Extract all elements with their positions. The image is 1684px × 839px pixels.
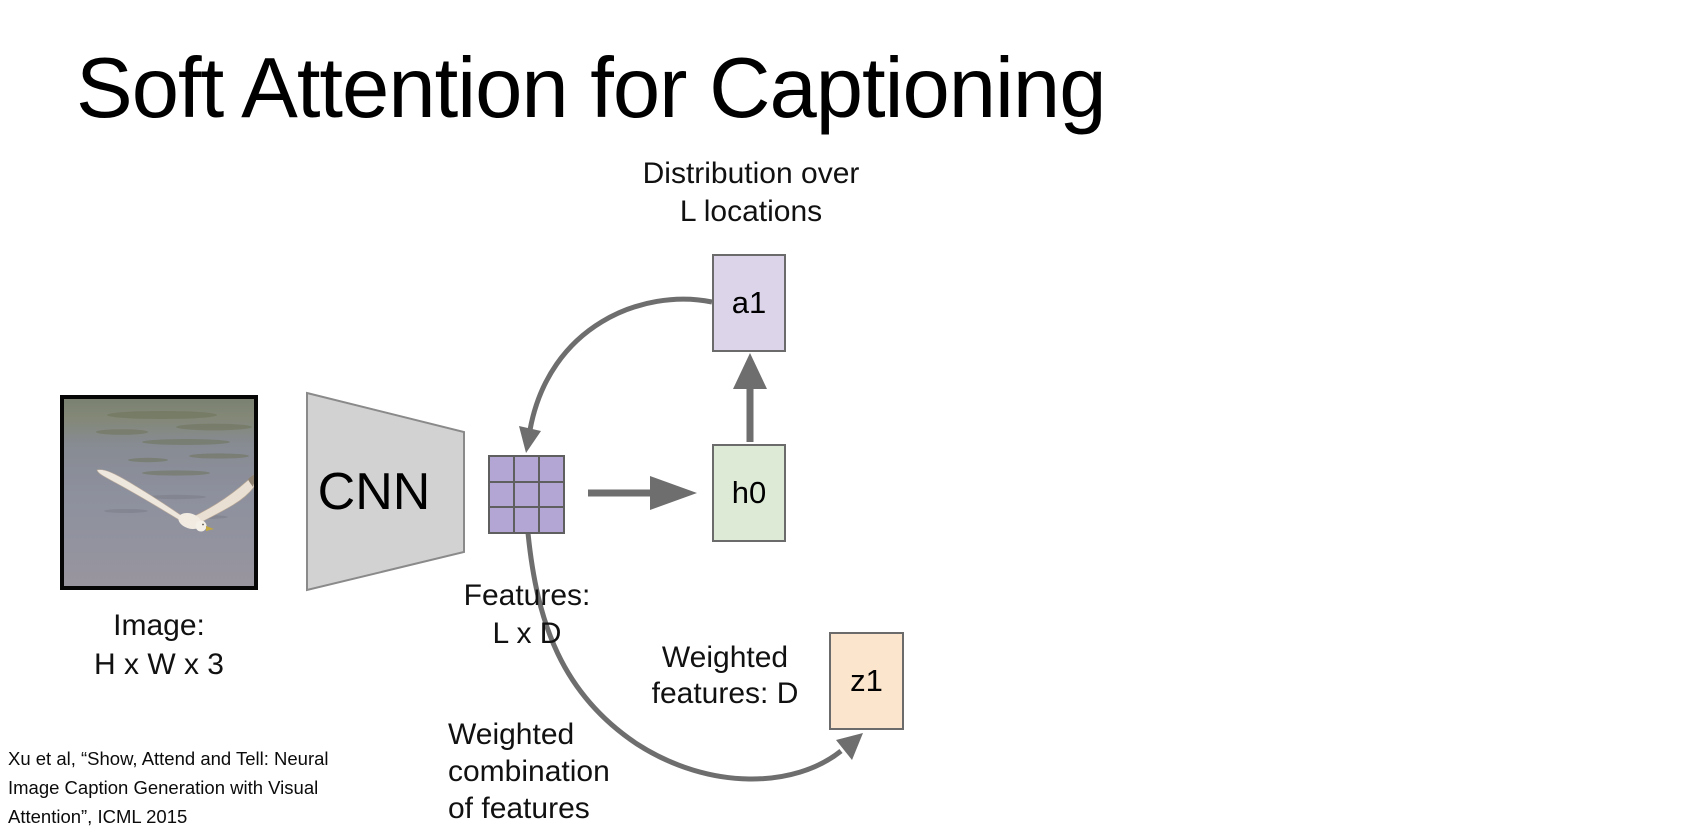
arrow-h0-to-a1	[733, 353, 767, 442]
weighted-features-node-z1: z1	[829, 632, 904, 730]
features-grid	[488, 455, 565, 534]
weighted-combination-label-line2: combination	[448, 755, 610, 788]
hidden-state-node-h0: h0	[712, 444, 786, 542]
features-size-label: Features: L x D	[427, 577, 627, 653]
z1-label: z1	[850, 663, 883, 698]
curve-a1-to-features	[519, 296, 713, 453]
a1-label: a1	[731, 285, 767, 320]
page-title: Soft Attention for Captioning	[76, 41, 1106, 136]
weighted-combination-label: Weighted combination of features	[448, 716, 708, 827]
water-ripples	[96, 411, 252, 476]
features-size-label-line1: Features:	[463, 579, 591, 612]
weighted-features-label-line1: Weighted	[661, 641, 789, 674]
weighted-features-label: Weighted features: D	[620, 640, 830, 712]
input-image	[60, 395, 258, 590]
citation-line1: Xu et al, “Show, Attend and Tell: Neural	[8, 748, 329, 769]
distribution-label-line2: L locations	[679, 195, 823, 228]
citation-line2: Image Caption Generation with Visual	[8, 777, 319, 798]
citation: Xu et al, “Show, Attend and Tell: Neural…	[8, 744, 329, 831]
h0-label: h0	[731, 475, 767, 510]
weighted-features-label-line2: features: D	[651, 677, 799, 710]
seagull	[96, 469, 254, 532]
grid-cell	[540, 482, 563, 507]
grid-cell	[515, 457, 538, 481]
distribution-label-line1: Distribution over	[642, 157, 860, 190]
weighted-combination-label-line1: Weighted	[448, 718, 575, 751]
grid-cell	[515, 508, 538, 532]
attention-node-a1: a1	[712, 254, 786, 352]
grid-cell	[490, 482, 513, 507]
grid-cell	[515, 482, 538, 507]
weighted-combination-label-line3: of features	[448, 792, 590, 825]
citation-line3: Attention”, ICML 2015	[8, 806, 188, 827]
arrow-features-to-h0	[588, 476, 697, 510]
grid-cell	[490, 508, 513, 532]
distribution-label: Distribution over L locations	[601, 155, 901, 231]
bird-image	[64, 399, 254, 586]
grid-cell	[540, 508, 563, 532]
image-size-label: Image: H x W x 3	[59, 606, 259, 684]
image-size-label-line1: Image:	[113, 609, 205, 642]
grid-cell	[540, 457, 563, 481]
features-size-label-line2: L x D	[492, 617, 562, 650]
image-size-label-line2: H x W x 3	[93, 648, 224, 681]
grid-cell	[490, 457, 513, 481]
cnn-label: CNN	[317, 463, 431, 521]
